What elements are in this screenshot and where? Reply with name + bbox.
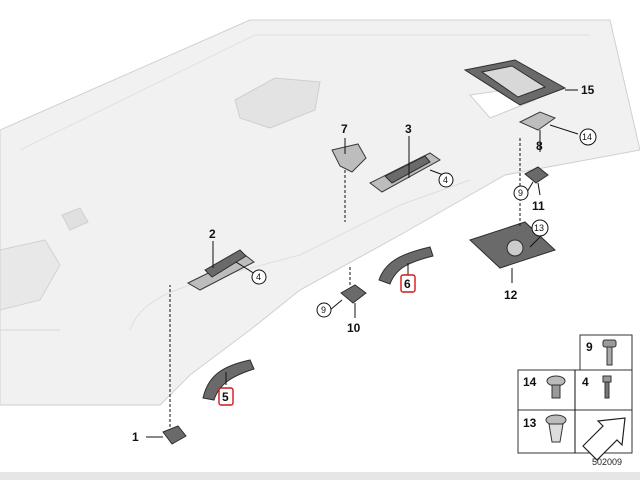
part-10-holder <box>340 284 367 304</box>
callout-9-right: 9 <box>518 188 523 198</box>
hardware-table: 9 14 4 13 <box>517 334 633 461</box>
headliner-panel <box>0 19 640 406</box>
callout-10: 10 <box>347 321 361 335</box>
part-7-bracket <box>331 143 367 173</box>
callout-14: 14 <box>582 132 592 142</box>
circle-9-center <box>316 302 332 318</box>
callout-5: 5 <box>222 390 229 404</box>
highlight-6-box <box>400 274 416 293</box>
callout-3: 3 <box>405 122 412 136</box>
callout-1: 1 <box>132 430 139 444</box>
table-label-4: 4 <box>582 375 589 389</box>
table-label-13: 13 <box>523 416 537 430</box>
callout-11: 11 <box>532 199 545 213</box>
callout-4-left: 4 <box>256 272 261 282</box>
callout-13: 13 <box>534 223 544 233</box>
expansion-rivet-icon <box>545 414 567 443</box>
bottom-bar <box>0 472 640 480</box>
circle-4-center <box>438 172 454 188</box>
part-3-bracket <box>369 152 441 193</box>
callout-4-center: 4 <box>443 175 448 185</box>
part-11-holder <box>524 166 549 184</box>
part-8-holder <box>518 111 557 131</box>
recess-small-block <box>61 207 89 231</box>
callout-6: 6 <box>404 277 411 291</box>
callout-12: 12 <box>504 288 518 302</box>
part-2-bracket <box>186 249 255 291</box>
arrow-icon <box>582 417 626 461</box>
leader-lines <box>146 89 579 438</box>
screw-icon <box>602 339 617 366</box>
pin-icon <box>602 375 612 399</box>
circle-4-left <box>251 269 267 285</box>
highlight-5-box <box>218 387 234 406</box>
part-15-frame <box>463 59 567 106</box>
part-6-grab-handle <box>378 246 434 285</box>
diagram-id: 502009 <box>592 457 622 467</box>
clip-icon <box>546 375 566 399</box>
table-label-9: 9 <box>586 340 593 354</box>
part-1-cover <box>162 425 187 445</box>
callout-8: 8 <box>536 139 543 153</box>
callout-2: 2 <box>209 227 216 241</box>
table-label-14: 14 <box>523 375 537 389</box>
circle-14 <box>579 128 597 146</box>
circle-9-right <box>513 185 529 201</box>
circle-13 <box>531 219 549 237</box>
callout-7: 7 <box>341 122 348 136</box>
callout-9-center: 9 <box>321 305 326 315</box>
recess-center-light <box>234 77 321 129</box>
callout-15: 15 <box>581 83 595 97</box>
